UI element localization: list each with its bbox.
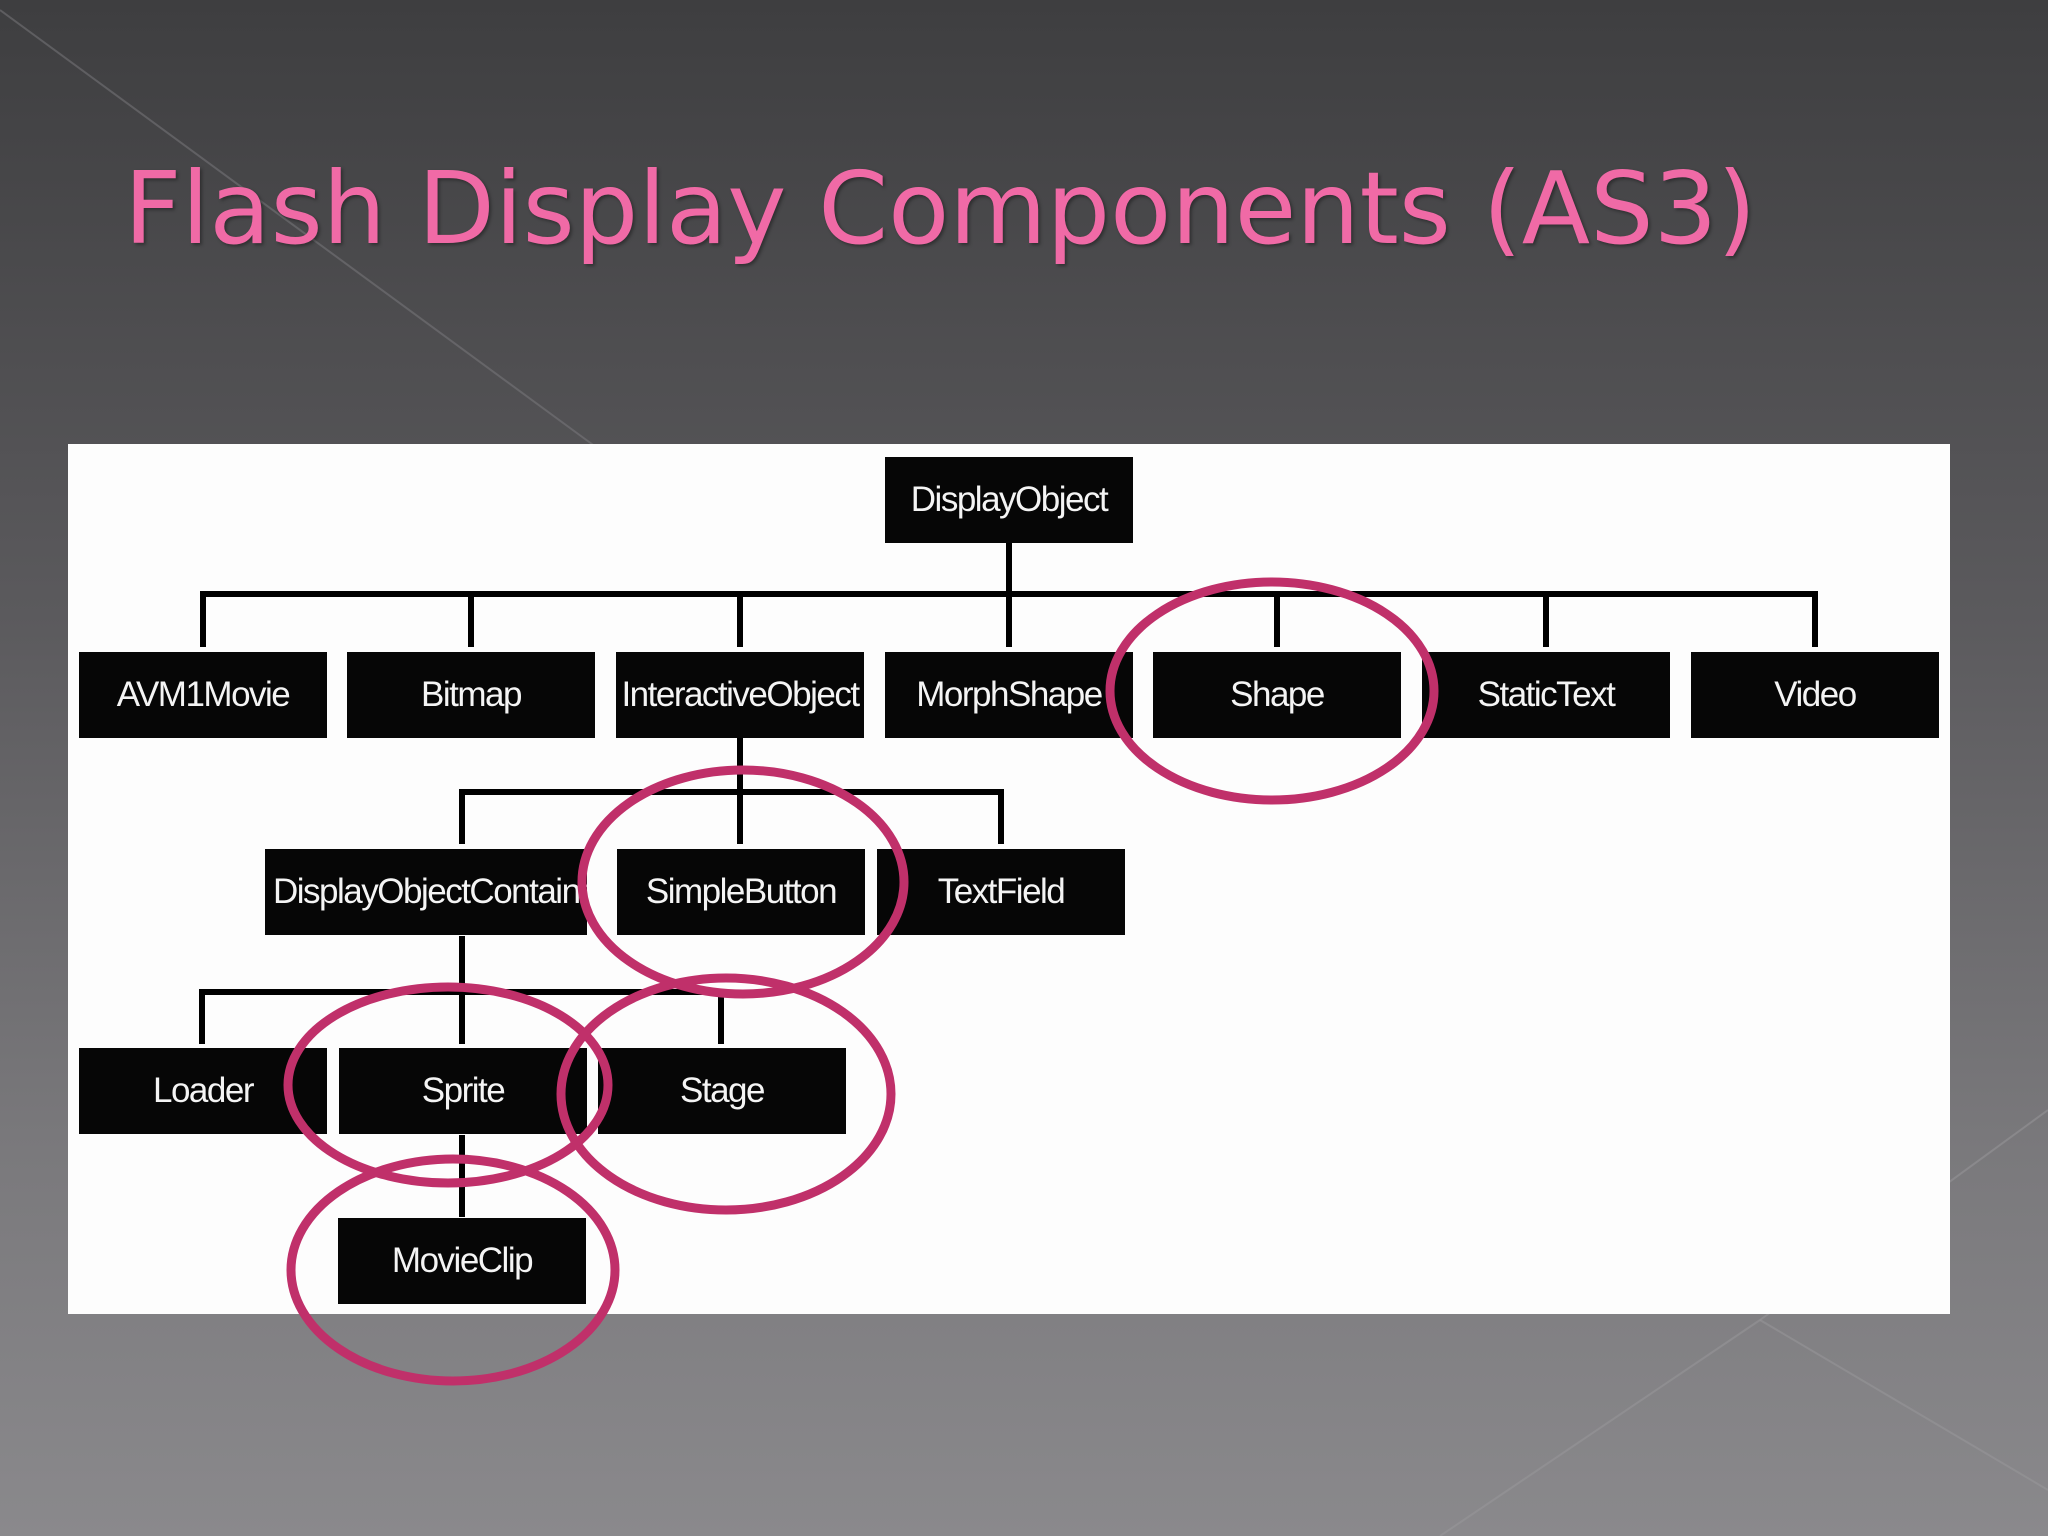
- node-loader: Loader: [79, 1048, 327, 1134]
- class-hierarchy-diagram: DisplayObject AVM1Movie Bitmap Interacti…: [68, 444, 1950, 1314]
- node-movie-clip: MovieClip: [338, 1218, 586, 1304]
- node-simple-button: SimpleButton: [617, 849, 865, 935]
- node-shape: Shape: [1153, 652, 1401, 738]
- node-interactive-object: InteractiveObject: [616, 652, 864, 738]
- node-display-object: DisplayObject: [885, 457, 1133, 543]
- node-text-field: TextField: [877, 849, 1125, 935]
- node-bitmap: Bitmap: [347, 652, 595, 738]
- node-avm1movie: AVM1Movie: [79, 652, 327, 738]
- node-static-text: StaticText: [1422, 652, 1670, 738]
- node-video: Video: [1691, 652, 1939, 738]
- node-stage: Stage: [598, 1048, 846, 1134]
- slide-title: Flash Display Components (AS3): [124, 150, 1757, 267]
- node-sprite: Sprite: [339, 1048, 587, 1134]
- node-display-object-container: DisplayObjectContainer: [265, 849, 587, 935]
- node-morph-shape: MorphShape: [885, 652, 1133, 738]
